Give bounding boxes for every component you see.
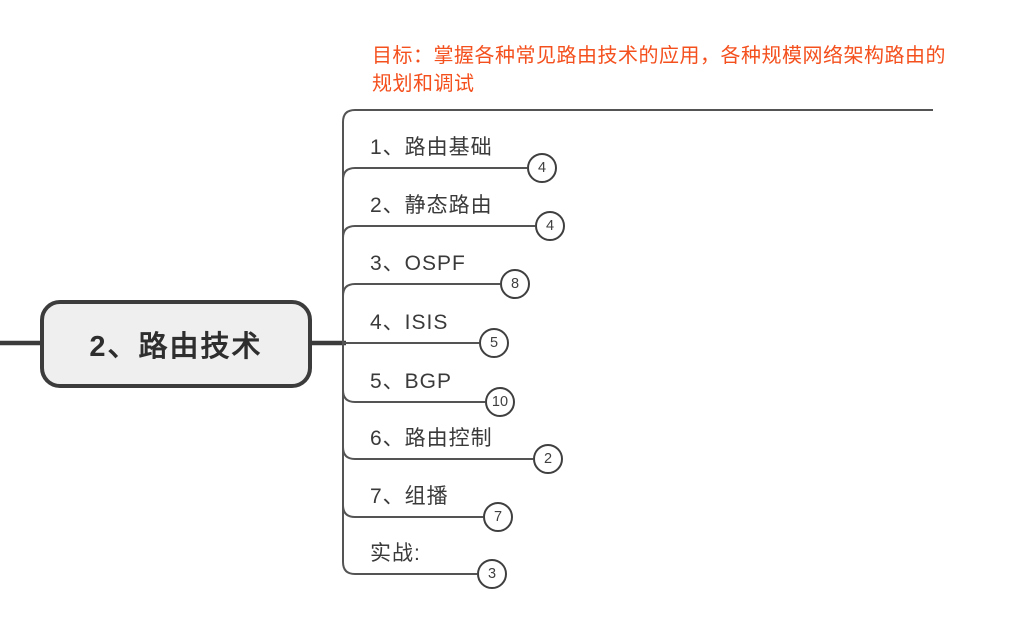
collapse-badge-static-routing[interactable]: 4 — [535, 211, 565, 241]
collapse-badge-ospf[interactable]: 8 — [500, 269, 530, 299]
route-basics-branch-line — [342, 167, 527, 181]
root-topic-label: 2、路由技术 — [89, 331, 263, 363]
collapse-badge-route-control[interactable]: 2 — [533, 444, 563, 474]
topic-practice[interactable]: 实战: — [370, 542, 421, 565]
collapse-badge-bgp[interactable]: 10 — [485, 387, 515, 417]
collapse-badge-multicast[interactable]: 7 — [483, 502, 513, 532]
static-route-branch-line — [342, 225, 535, 239]
topic-static-routing[interactable]: 2、静态路由 — [370, 194, 493, 217]
topic-bgp[interactable]: 5、BGP — [370, 370, 453, 393]
multicast-branch-line — [342, 504, 483, 518]
topic-multicast[interactable]: 7、组播 — [370, 485, 449, 508]
goal-note-topic[interactable]: 目标：掌握各种常见路由技术的应用，各种规模网络架构路由的规划和调试 — [372, 45, 946, 95]
topic-isis[interactable]: 4、ISIS — [370, 311, 449, 334]
practice-branch-line — [342, 343, 477, 575]
route-control-branch-line — [342, 446, 533, 460]
collapse-badge-isis[interactable]: 5 — [479, 328, 509, 358]
topic-route-basics[interactable]: 1、路由基础 — [370, 136, 493, 159]
topic-route-control[interactable]: 6、路由控制 — [370, 427, 493, 450]
root-topic[interactable]: 2、路由技术 — [40, 300, 312, 388]
goal-branch-line — [342, 109, 933, 343]
collapse-badge-practice[interactable]: 3 — [477, 559, 507, 589]
collapse-badge-route-basics[interactable]: 4 — [527, 153, 557, 183]
bgp-branch-line — [342, 389, 485, 403]
ospf-branch-line — [342, 283, 500, 297]
topic-ospf[interactable]: 3、OSPF — [370, 252, 466, 275]
